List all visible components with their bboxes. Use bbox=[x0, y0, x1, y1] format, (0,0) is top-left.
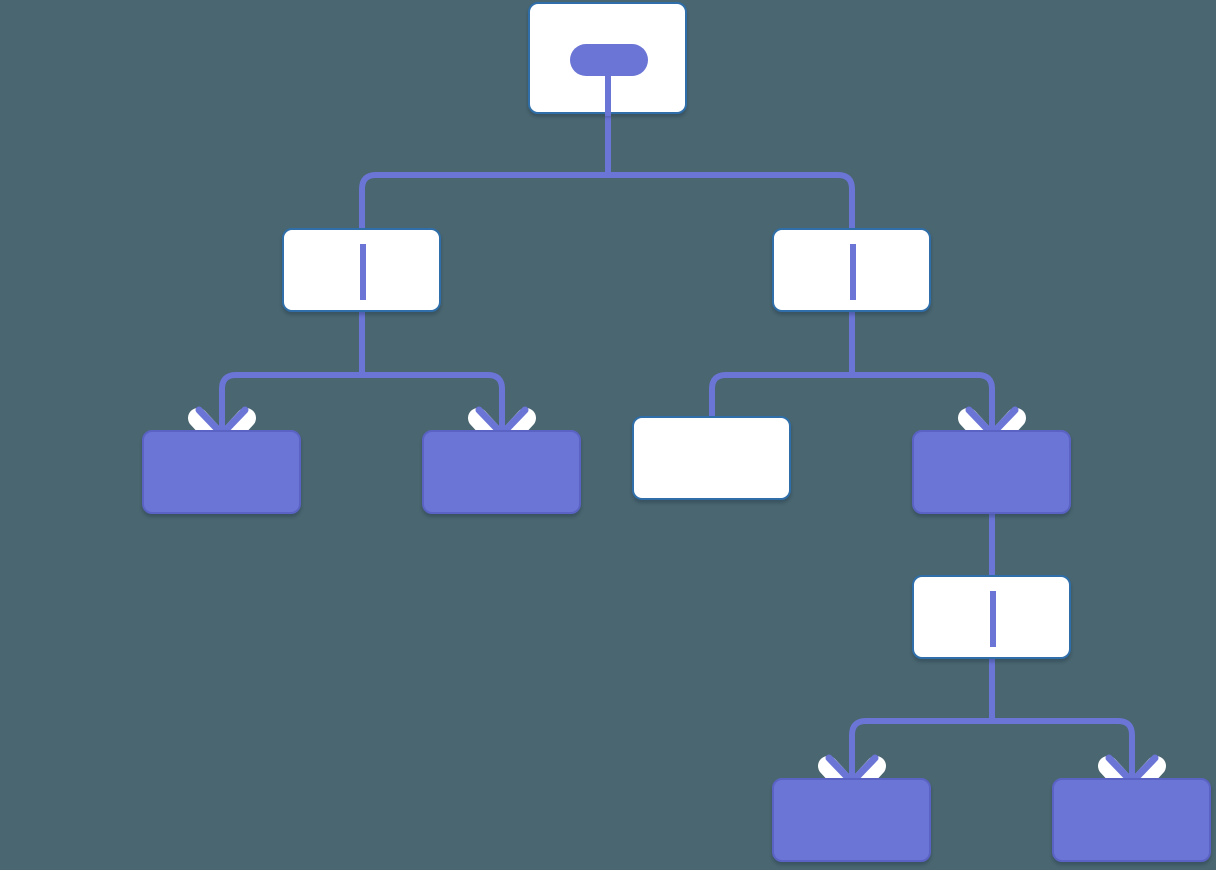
edge-l1right-to-l2d bbox=[852, 372, 995, 418]
node-level3-bar bbox=[990, 591, 996, 647]
node-level3[interactable] bbox=[912, 575, 1071, 659]
node-root-pill bbox=[570, 44, 648, 76]
node-level1-left-bar bbox=[360, 244, 366, 300]
edge-root-to-l1-left bbox=[359, 172, 608, 228]
node-root-stem bbox=[605, 72, 611, 116]
node-level2-b[interactable] bbox=[422, 430, 581, 514]
node-level4-left[interactable] bbox=[772, 778, 931, 862]
edge-root-to-l1-right bbox=[608, 172, 855, 228]
node-level4-right[interactable] bbox=[1052, 778, 1211, 862]
node-level1-left[interactable] bbox=[282, 228, 441, 312]
node-level1-right-bar bbox=[850, 244, 856, 300]
node-level2-c[interactable] bbox=[632, 416, 791, 500]
node-level2-a[interactable] bbox=[142, 430, 301, 514]
node-level1-right[interactable] bbox=[772, 228, 931, 312]
node-level2-d[interactable] bbox=[912, 430, 1071, 514]
edge-l1right-to-l2c bbox=[709, 372, 852, 416]
edge-l3-to-l4left bbox=[849, 718, 992, 766]
edge-l1left-to-l2a bbox=[219, 372, 362, 418]
edge-l1left-to-l2b bbox=[362, 372, 505, 418]
edge-l3-to-l4right bbox=[992, 718, 1135, 766]
node-root[interactable] bbox=[528, 2, 687, 116]
